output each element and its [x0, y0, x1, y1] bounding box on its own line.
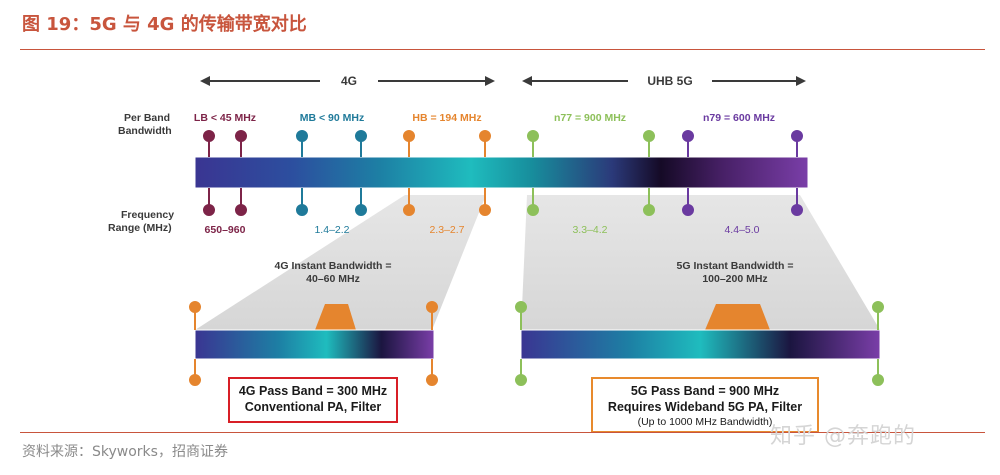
band-name-n79: n79 = 600 MHz [703, 112, 775, 124]
signal-block-5g [705, 304, 770, 330]
band-name-lb: LB < 45 MHz [194, 112, 256, 124]
pass-band-5g-line3: (Up to 1000 MHz Bandwidth) [637, 416, 773, 428]
row-label-freq-1: Frequency [121, 209, 174, 221]
signal-block-4g [315, 304, 356, 330]
row-label-per-band-1: Per Band [124, 112, 170, 124]
spectrum-bar [194, 156, 809, 189]
pass-band-box-4g: 4G Pass Band = 300 MHz Conventional PA, … [228, 377, 398, 423]
arrow-uhb5g [522, 76, 806, 86]
projection-4g [195, 195, 486, 330]
band-name-hb: HB = 194 MHz [412, 112, 481, 124]
subband-markers-4g [189, 301, 438, 386]
band-markers-bottom [203, 188, 803, 216]
instant-bw-4g-line1: 4G Instant Bandwidth = [275, 260, 392, 272]
freq-range-mb: 1.4–2.2 [314, 224, 349, 236]
instant-bw-4g-line2: 40–60 MHz [306, 273, 360, 285]
title-rule [20, 49, 985, 50]
subband-markers-5g [515, 301, 884, 386]
band-name-n77: n77 = 900 MHz [554, 112, 626, 124]
group-label-uhb5g: UHB 5G [647, 74, 692, 88]
row-label-freq-2: Range (MHz) [108, 222, 172, 234]
instant-bw-5g-line2: 100–200 MHz [702, 273, 767, 285]
band-markers-top [203, 130, 803, 157]
subband-bar-5g [520, 329, 881, 360]
freq-range-n77: 3.3–4.2 [572, 224, 607, 236]
freq-range-hb: 2.3–2.7 [429, 224, 464, 236]
pass-band-5g-line2: Requires Wideband 5G PA, Filter [607, 400, 803, 414]
instant-bw-5g-line1: 5G Instant Bandwidth = [677, 260, 794, 272]
pass-band-5g-line1: 5G Pass Band = 900 MHz [630, 384, 780, 398]
arrow-4g [200, 76, 495, 86]
subband-bar-4g [194, 329, 435, 360]
figure-title: 图 19：5G 与 4G 的传输带宽对比 [22, 14, 307, 35]
freq-range-lb: 650–960 [205, 224, 246, 236]
pass-band-4g-line1: 4G Pass Band = 300 MHz [238, 384, 388, 398]
projection-5g [521, 195, 880, 330]
source-rule [20, 432, 985, 433]
watermark: 知乎 @奔跑的 [770, 424, 916, 449]
source-note: 资料来源：Skyworks，招商证券 [22, 444, 228, 460]
group-label-4g: 4G [341, 74, 357, 88]
pass-band-4g-line2: Conventional PA, Filter [244, 400, 382, 414]
freq-range-n79: 4.4–5.0 [724, 224, 759, 236]
band-name-mb: MB < 90 MHz [300, 112, 364, 124]
row-label-per-band-2: Bandwidth [118, 125, 172, 137]
